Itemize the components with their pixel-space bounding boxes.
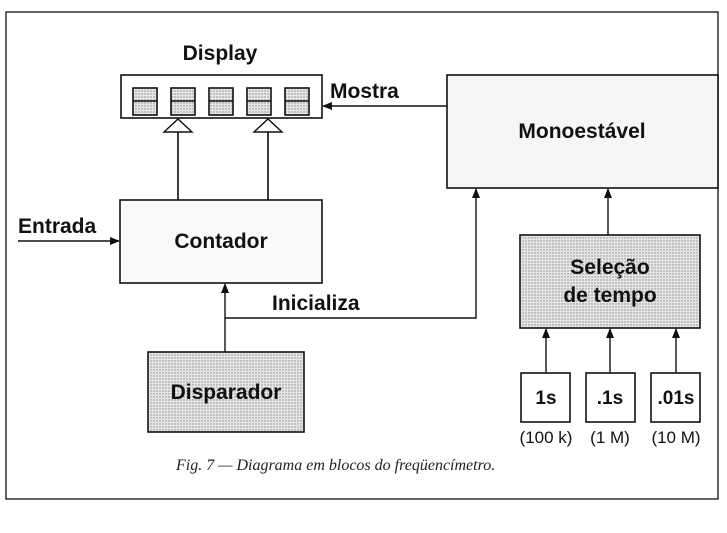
- digit: [284, 87, 310, 116]
- outer-frame: [5, 11, 719, 500]
- selecao-label-1: Seleção: [570, 256, 649, 279]
- inicializa-arrow: [225, 188, 480, 319]
- digit: [132, 87, 158, 116]
- disparador-label: Disparador: [171, 381, 282, 404]
- time-option-label: 1s: [535, 388, 556, 409]
- monoestavel-block: [446, 74, 719, 189]
- display-title: Display: [183, 42, 258, 65]
- digit: [246, 87, 272, 116]
- selecao-label-2: de tempo: [563, 284, 656, 307]
- inicializa-label: Inicializa: [272, 292, 360, 315]
- display-digits: [132, 87, 310, 116]
- contador-label: Contador: [174, 230, 267, 253]
- entrada-label: Entrada: [18, 215, 97, 238]
- time-option-sub: (100 k): [520, 428, 573, 447]
- time-option-1s: 1s (100 k): [520, 328, 573, 447]
- time-option-0.01s: .01s (10 M): [650, 328, 701, 447]
- disparador-block: [147, 351, 305, 433]
- time-option-sub: (1 M): [590, 428, 630, 447]
- digit: [208, 87, 234, 116]
- time-option-sub: (10 M): [651, 428, 700, 447]
- time-option-label: .1s: [597, 388, 623, 409]
- time-option-label: .01s: [658, 388, 695, 409]
- mostra-label: Mostra: [330, 80, 399, 103]
- monoestavel-label: Monoestável: [518, 120, 645, 143]
- time-option-0.1s: .1s (1 M): [585, 328, 636, 447]
- figure-caption: Fig. 7 — Diagrama em blocos do freqüencí…: [175, 457, 495, 474]
- selecao-tempo-block: [519, 234, 701, 329]
- digit: [170, 87, 196, 116]
